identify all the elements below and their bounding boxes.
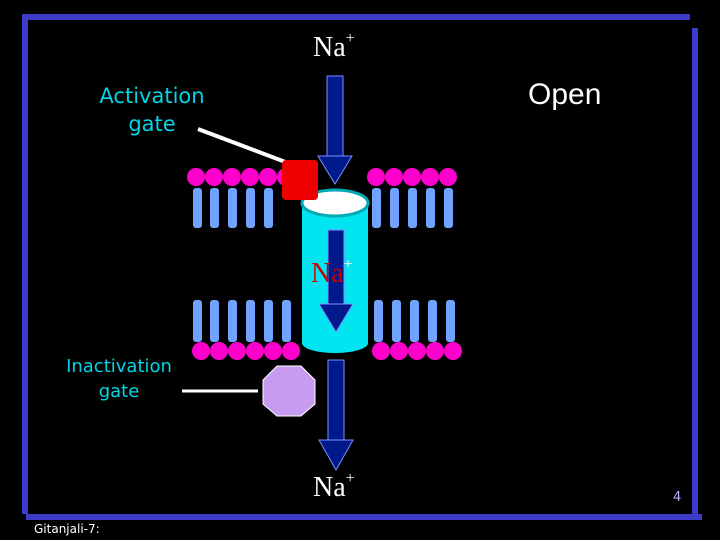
state-label: Open [528, 78, 602, 111]
ion-top-charge: + [345, 30, 355, 47]
slide-border [22, 14, 702, 520]
page-number: 4 [673, 490, 682, 505]
ion-label-bottom: Na+ [313, 470, 355, 504]
upper-membrane-left [187, 168, 295, 228]
upper-membrane-right [367, 168, 457, 228]
ion-top-symbol: Na [313, 32, 346, 63]
arrow-bottom [318, 359, 354, 472]
activation-gate-label-line2: gate [128, 112, 176, 136]
lower-membrane-right [372, 300, 462, 360]
arrow-middle [318, 229, 354, 333]
activation-gate-label-line1: Activation [99, 84, 205, 108]
inactivation-gate-label: Inactivation gate [58, 354, 180, 404]
inactivation-gate-label-line1: Inactivation [66, 356, 172, 377]
footer-text: Gitanjali-7: [34, 522, 100, 536]
inactivation-gate [262, 365, 316, 417]
ion-bottom-charge: + [345, 470, 355, 487]
ion-label-middle: Na+ [311, 256, 353, 290]
activation-gate-label: Activation gate [92, 82, 212, 138]
lower-membrane-left [192, 300, 300, 360]
activation-gate [282, 160, 318, 200]
inactivation-gate-label-line2: gate [98, 381, 140, 402]
ion-label-top: Na+ [313, 30, 355, 64]
activation-gate-pointer [197, 127, 289, 165]
ion-middle-charge: + [343, 256, 353, 273]
ion-middle-symbol: Na [311, 258, 344, 289]
arrow-top [317, 75, 353, 185]
ion-bottom-symbol: Na [313, 472, 346, 503]
